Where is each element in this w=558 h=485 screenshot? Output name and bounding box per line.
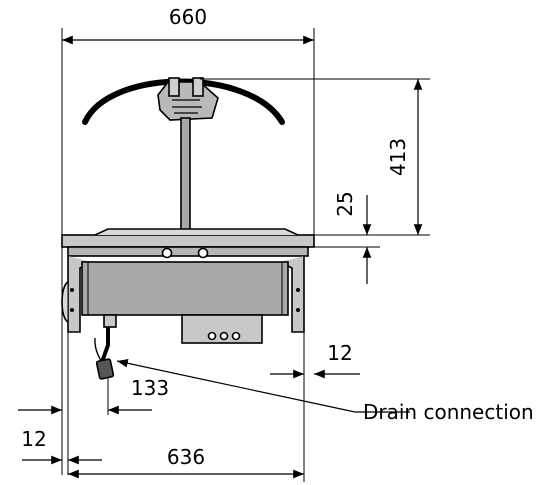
counter-top xyxy=(61,228,315,259)
well-body xyxy=(81,261,289,316)
right-offset-label: 12 xyxy=(327,341,352,365)
base-width-label: 636 xyxy=(167,445,205,469)
left-offset-label: 12 xyxy=(21,427,46,451)
height-label: 413 xyxy=(386,138,410,176)
counter-thickness-label: 25 xyxy=(333,191,357,216)
dimension-lines xyxy=(18,28,430,482)
guard-mount xyxy=(157,77,219,121)
overall-width-label: 660 xyxy=(169,5,207,29)
drain-leader-line xyxy=(116,359,356,413)
control-box xyxy=(181,314,263,344)
drain-offset-label: 133 xyxy=(131,376,169,400)
equipment xyxy=(61,77,315,380)
drain-pipe xyxy=(94,314,117,380)
drain-connection-label: Drain connection xyxy=(363,400,534,424)
support-column xyxy=(180,117,191,231)
dimension-labels: 660 413 25 12 12 133 636 Drain connectio… xyxy=(21,5,533,469)
